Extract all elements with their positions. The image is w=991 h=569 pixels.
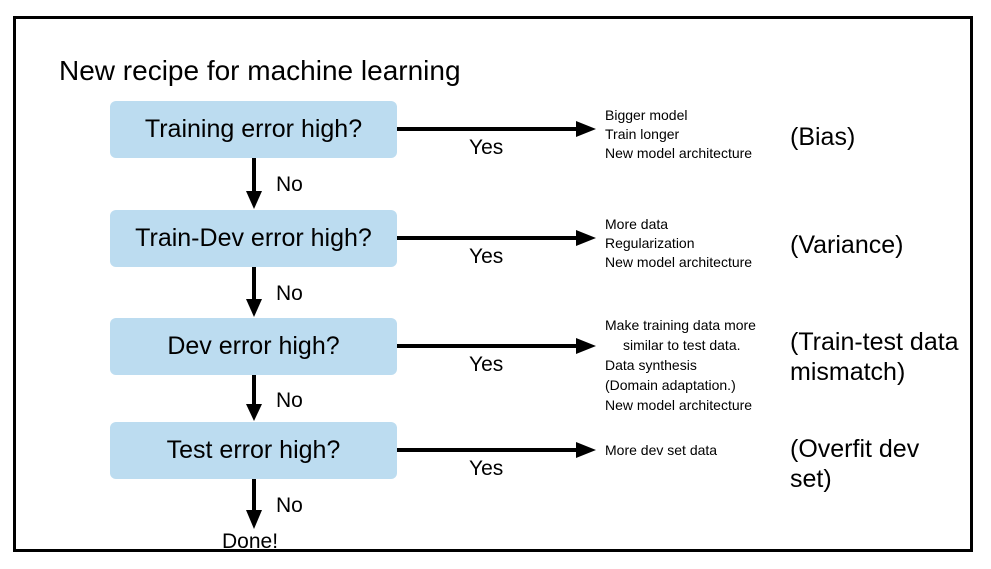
action-item: similar to test data. (623, 337, 741, 353)
category-mismatch: (Train-test data mismatch) (790, 327, 959, 387)
actions-mismatch: Make training data more similar to test … (605, 315, 756, 415)
action-item: Regularization (605, 235, 695, 251)
action-item: New model architecture (605, 254, 753, 270)
action-item: More dev set data (605, 442, 718, 458)
category-line: (Overfit dev (790, 435, 920, 463)
no-label-4: No (276, 494, 303, 517)
question-training-error: Training error high? (110, 101, 397, 158)
action-item: Bigger model (605, 107, 688, 123)
action-item: Train longer (605, 126, 680, 142)
category-variance: (Variance) (790, 230, 903, 260)
yes-label-2: Yes (469, 245, 504, 268)
category-line: mismatch) (790, 358, 906, 386)
question-train-dev-error: Train-Dev error high? (110, 210, 397, 267)
category-bias: (Bias) (790, 122, 855, 152)
yes-label-4: Yes (469, 457, 504, 480)
actions-bias: Bigger model Train longer New model arch… (605, 106, 752, 163)
yes-label-1: Yes (469, 136, 504, 159)
actions-overfit: More dev set data (605, 441, 717, 460)
page-title: New recipe for machine learning (59, 55, 461, 86)
no-label-2: No (276, 282, 303, 305)
question-test-error: Test error high? (110, 422, 397, 479)
action-item: Data synthesis (605, 357, 697, 373)
yes-label-3: Yes (469, 353, 504, 376)
action-item: New model architecture (605, 145, 753, 161)
action-item: New model architecture (605, 397, 753, 413)
no-label-3: No (276, 389, 303, 412)
category-line: (Bias) (790, 123, 856, 151)
actions-variance: More data Regularization New model archi… (605, 215, 752, 272)
done-label: Done! (222, 530, 279, 553)
category-line: (Variance) (790, 231, 904, 259)
action-item: More data (605, 216, 669, 232)
action-item: (Domain adaptation.) (605, 377, 736, 393)
no-label-1: No (276, 173, 303, 196)
category-line: (Train-test data (790, 328, 959, 356)
category-overfit: (Overfit dev set) (790, 434, 919, 494)
category-line: set) (790, 465, 832, 493)
action-item: Make training data more (605, 317, 756, 333)
question-dev-error: Dev error high? (110, 318, 397, 375)
